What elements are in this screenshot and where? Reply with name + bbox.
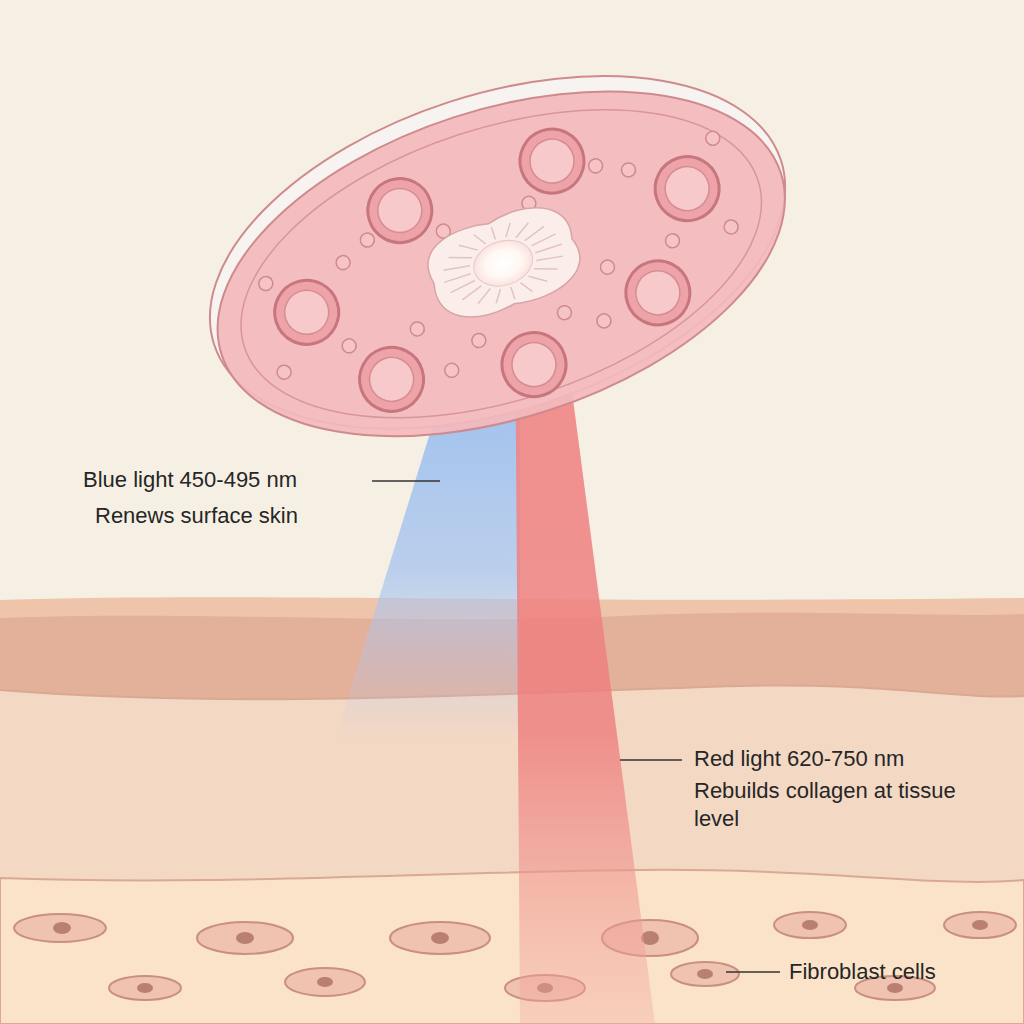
hypodermis bbox=[0, 870, 1024, 1024]
led-dot bbox=[704, 129, 722, 147]
led-dot bbox=[722, 218, 740, 236]
beam-label: Red light 620-750 nm bbox=[694, 745, 904, 773]
led-dot bbox=[664, 232, 682, 250]
led-dot bbox=[587, 157, 605, 175]
led-dot bbox=[620, 161, 638, 179]
led-dot bbox=[599, 258, 617, 276]
led-dot bbox=[334, 254, 352, 272]
glow-ray bbox=[443, 262, 470, 274]
glow-ray bbox=[474, 232, 486, 246]
glow-ray bbox=[536, 252, 563, 264]
glow-ray bbox=[492, 289, 504, 303]
fibroblasts bbox=[14, 912, 1016, 1001]
glow-ray bbox=[520, 280, 532, 294]
glow-ray bbox=[444, 274, 471, 283]
glow-ray bbox=[491, 227, 495, 239]
light-device bbox=[165, 10, 832, 502]
glow-ray bbox=[459, 240, 478, 255]
glow-ray bbox=[530, 234, 557, 246]
led-dot bbox=[275, 363, 293, 381]
beam-label: Blue light 450-495 nm bbox=[83, 466, 297, 494]
beam-description: Renews surface skin bbox=[95, 502, 298, 530]
glow-ray bbox=[460, 286, 484, 300]
glow-ray bbox=[535, 244, 562, 253]
led-dot bbox=[408, 320, 426, 338]
leader-line bbox=[620, 759, 682, 761]
led-dot bbox=[257, 275, 275, 293]
led-dot bbox=[359, 231, 377, 249]
led-dot bbox=[470, 332, 488, 350]
beam-description: Rebuilds collagen at tissue level bbox=[694, 777, 984, 833]
glow-ray bbox=[513, 223, 532, 238]
glow-ray bbox=[502, 223, 514, 237]
led-dot bbox=[595, 312, 613, 330]
glow-ray bbox=[475, 289, 494, 304]
glow-ray bbox=[449, 281, 476, 293]
leader-line bbox=[372, 480, 440, 482]
glow-ray bbox=[449, 250, 473, 264]
led-dot bbox=[340, 337, 358, 355]
cell-label: Fibroblast cells bbox=[789, 958, 936, 986]
glow-ray bbox=[522, 226, 546, 240]
led-dot bbox=[556, 304, 574, 322]
led-dot bbox=[443, 361, 461, 379]
glow-ray bbox=[511, 287, 515, 299]
leader-line bbox=[726, 971, 780, 973]
glow-ray bbox=[528, 271, 547, 286]
glow-ray bbox=[534, 262, 558, 276]
